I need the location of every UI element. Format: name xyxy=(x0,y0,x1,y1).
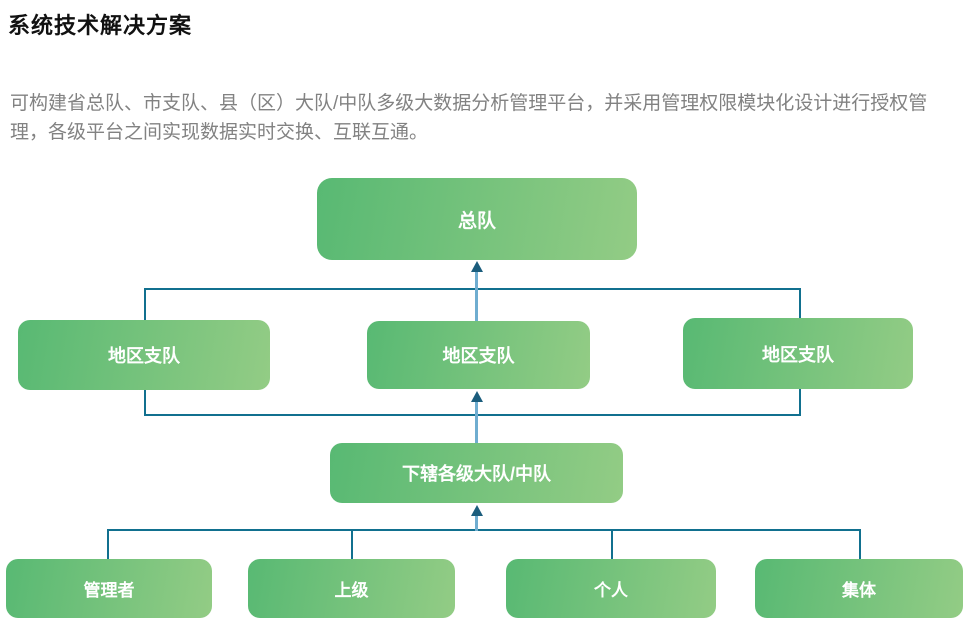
node-regional-detachment-2: 地区支队 xyxy=(367,321,590,389)
arrow-shaft xyxy=(475,272,478,321)
arrow-head-icon xyxy=(471,261,483,272)
page-title: 系统技术解决方案 xyxy=(8,13,193,38)
arrow-head-icon xyxy=(471,505,483,516)
node-label: 下辖各级大队/中队 xyxy=(401,464,551,484)
stub-superior xyxy=(351,529,353,559)
arrow-to-subordinate xyxy=(471,505,483,531)
node-collective: 集体 xyxy=(755,559,963,618)
arrow-shaft xyxy=(475,402,478,443)
node-manager: 管理者 xyxy=(6,559,212,618)
page-description: 可构建省总队、市支队、县（区）大队/中队多级大数据分析管理平台，并采用管理权限模… xyxy=(10,93,928,143)
node-label: 集体 xyxy=(842,581,876,600)
node-label: 个人 xyxy=(594,581,628,600)
node-individual: 个人 xyxy=(506,559,716,618)
node-subordinate-units: 下辖各级大队/中队 xyxy=(330,443,623,503)
arrow-to-regional xyxy=(471,391,483,443)
bottom-bus-line xyxy=(107,529,861,531)
node-label: 总队 xyxy=(457,210,496,232)
node-label: 上级 xyxy=(334,581,369,600)
node-superior: 上级 xyxy=(248,559,455,618)
node-label: 地区支队 xyxy=(762,344,834,365)
node-headquarters: 总队 xyxy=(317,178,637,260)
arrow-shaft xyxy=(475,516,478,531)
node-label: 地区支队 xyxy=(108,346,180,366)
node-label: 地区支队 xyxy=(442,346,515,366)
stub-individual xyxy=(611,529,613,559)
stub-collective xyxy=(859,529,861,559)
node-regional-detachment-1: 地区支队 xyxy=(18,320,270,390)
stub-manager xyxy=(107,529,109,559)
node-label: 管理者 xyxy=(83,581,135,600)
arrow-head-icon xyxy=(471,391,483,402)
node-regional-detachment-3: 地区支队 xyxy=(683,318,913,389)
arrow-to-headquarters xyxy=(471,261,483,321)
